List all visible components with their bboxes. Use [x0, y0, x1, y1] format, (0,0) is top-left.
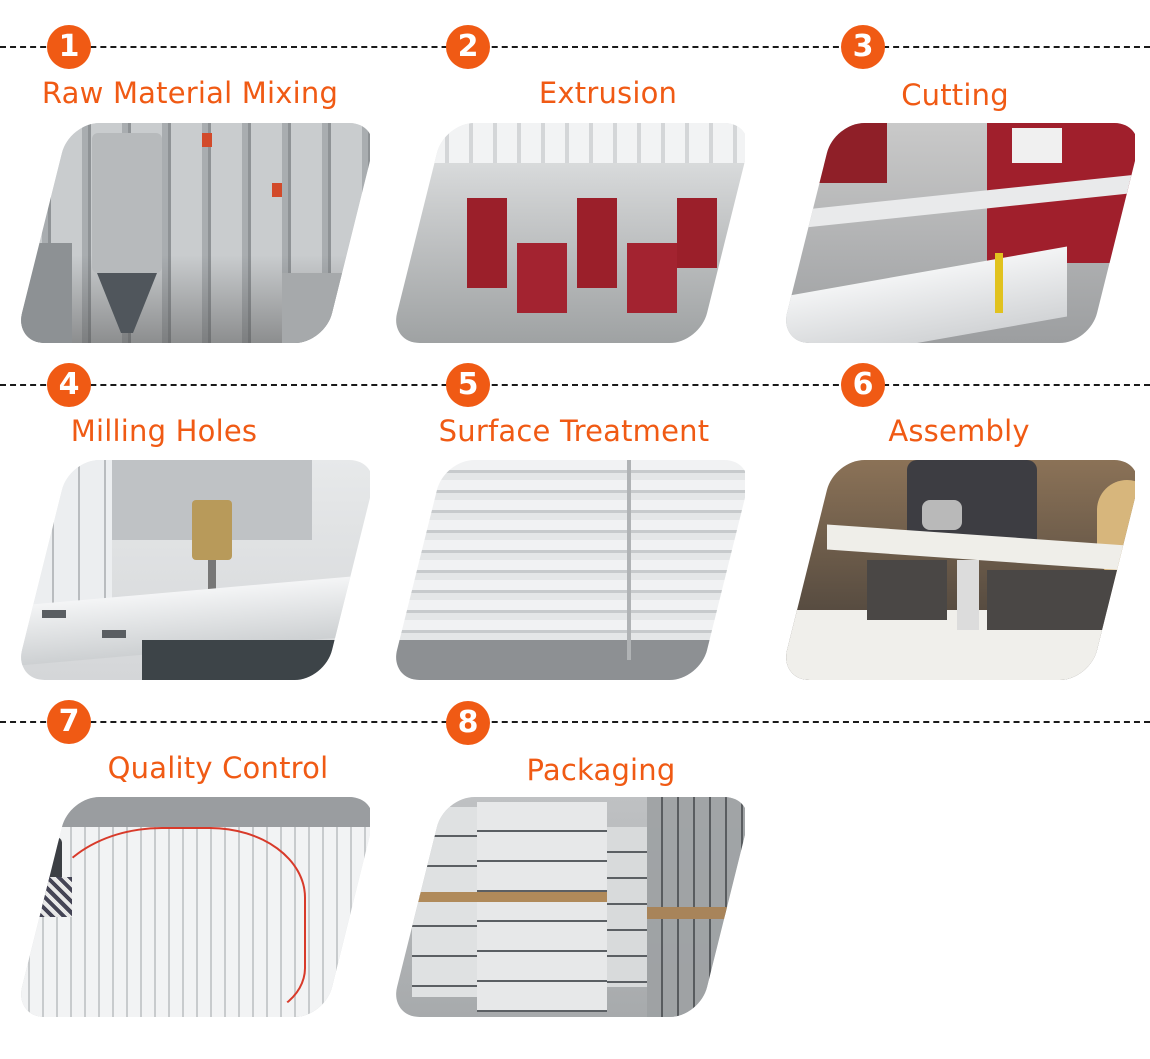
step-number-badge: 6: [841, 363, 885, 407]
step-photo-assembly: [775, 460, 1135, 680]
step-photo-packaging: [385, 797, 745, 1017]
step-number-badge: 7: [47, 700, 91, 744]
step-number-badge: 3: [841, 25, 885, 69]
step-title: Surface Treatment: [438, 414, 710, 448]
dashed-divider-row-3: [0, 721, 1150, 723]
step-title: Quality Control: [107, 751, 329, 785]
step-number-badge: 5: [446, 363, 490, 407]
step-title: Extrusion: [538, 76, 678, 110]
dashed-divider-row-1: [0, 46, 1150, 48]
step-photo-milling-holes: [10, 460, 370, 680]
step-number-badge: 1: [47, 25, 91, 69]
dashed-divider-row-2: [0, 384, 1150, 386]
step-title: Milling Holes: [70, 414, 258, 448]
step-title: Cutting: [901, 78, 1009, 112]
step-photo-quality-control: [10, 797, 370, 1017]
step-number-badge: 4: [47, 363, 91, 407]
step-title: Packaging: [526, 753, 676, 787]
step-number-badge: 2: [446, 25, 490, 69]
step-photo-cutting: [775, 123, 1135, 343]
step-photo-extrusion: [385, 123, 745, 343]
step-photo-raw-material-mixing: [10, 123, 370, 343]
step-title: Raw Material Mixing: [41, 76, 339, 110]
step-title: Assembly: [888, 414, 1030, 448]
step-photo-surface-treatment: [385, 460, 745, 680]
step-number-badge: 8: [446, 701, 490, 745]
